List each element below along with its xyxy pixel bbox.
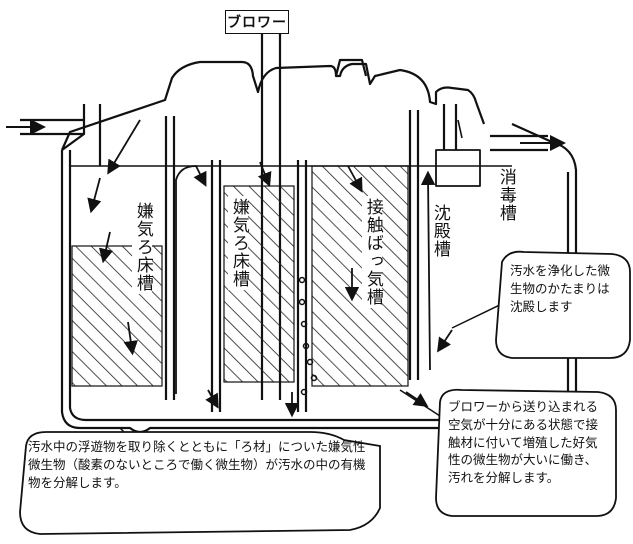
disinfection-box (435, 149, 481, 187)
tank-top (60, 60, 486, 151)
sedimentation-tank-label: 沈殿槽 (429, 204, 450, 258)
sedimentation-note: 汚水を浄化した微生物のかたまりは沈殿します (510, 263, 611, 314)
outlet-pipe (490, 134, 548, 152)
flow-arrows (87, 119, 453, 418)
disinfection-tank-label: 消毒槽 (495, 168, 516, 222)
aeration-bubbles (298, 276, 318, 396)
blower-label: ブロワー (225, 10, 289, 34)
tank-shell (60, 122, 578, 434)
partition-3 (296, 160, 308, 412)
aeration-note: ブロワーから送り込まれる空気が十分にある状態で接触材に付いて増殖した好気性の微生… (448, 399, 599, 485)
contact-aeration-tank-label: 接触ばっ気槽 (362, 196, 383, 308)
partition-2 (210, 160, 222, 412)
anaerobic-note: 汚水中の浮遊物を取り除くとともに「ろ材」についた嫌気性微生物（酸素のないところで… (28, 439, 366, 490)
manhole-cover (334, 58, 368, 77)
callout-bubbles (19, 250, 631, 535)
partition-1 (164, 116, 176, 400)
inlet-pipe (20, 118, 86, 151)
anaerobic-tank-1-label: 嫌気ろ床槽 (132, 200, 153, 294)
partition-4 (408, 110, 420, 380)
anaerobic-tank-2-label: 嫌気ろ床槽 (228, 196, 249, 290)
blower-pipe (260, 34, 282, 400)
contact-media (311, 165, 409, 387)
